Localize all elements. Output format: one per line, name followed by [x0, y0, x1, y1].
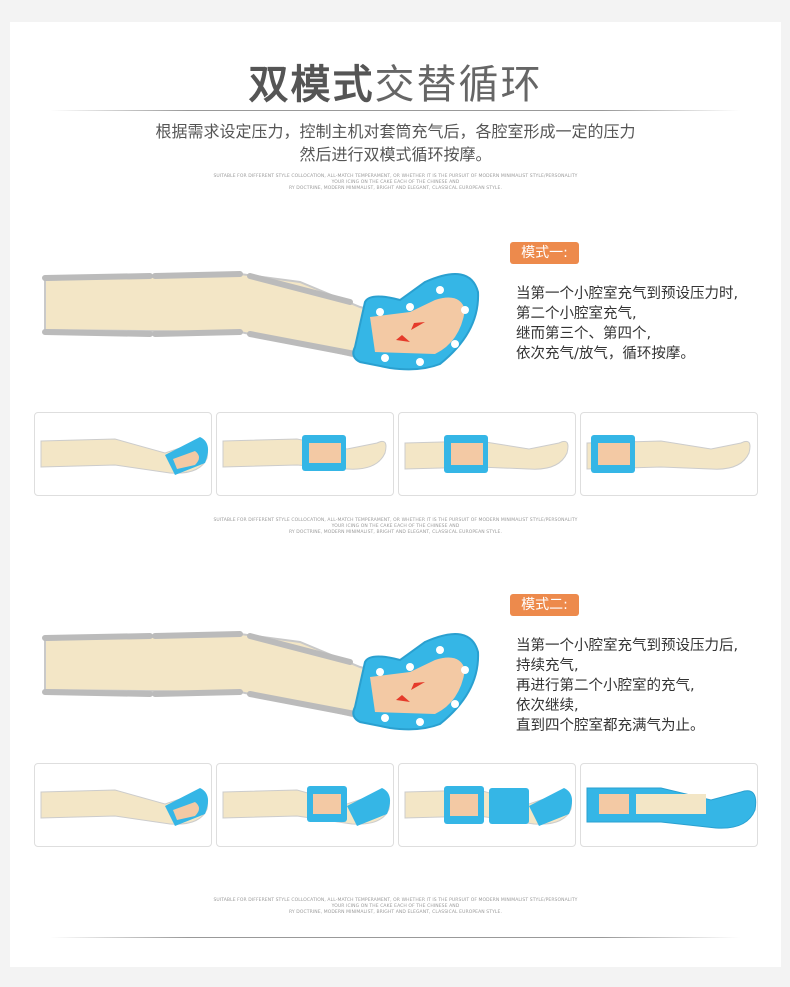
mode1-leg-illustration: [42, 271, 480, 371]
fine-print-3: SUITABLE FOR DIFFERENT STYLE COLLOCATION…: [10, 898, 781, 916]
mode2-line: 直到四个腔室都充满气为止。: [516, 718, 705, 734]
subtitle-line-2: 然后进行双模式循环按摩。: [299, 145, 492, 164]
subtitle-line-1: 根据需求设定压力，控制主机对套筒充气后，各腔室形成一定的压力: [155, 122, 636, 141]
pressure-arrow: [396, 695, 410, 702]
fine-print-2: SUITABLE FOR DIFFERENT STYLE COLLOCATION…: [10, 518, 781, 536]
thigh-sleeve: [42, 273, 153, 337]
leg-thumbnail: [586, 787, 757, 829]
pressure-arrow: [411, 322, 425, 330]
mode1-step-1: [34, 412, 212, 496]
fine-print-line: SUITABLE FOR DIFFERENT STYLE COLLOCATION…: [213, 518, 578, 523]
mode2-line: 再进行第二个小腔室的充气,: [516, 678, 695, 694]
page-title: 双模式交替循环: [10, 52, 781, 110]
mode1-badge: 模式一:: [510, 242, 579, 264]
fine-print-line: YOUR ICING ON THE CAKE EACH OF THE CHINE…: [331, 904, 460, 909]
mode2-leg-illustration: [42, 631, 480, 731]
mode2-step-3: [398, 763, 576, 847]
mode1-line: 当第一个小腔室充气到预设压力时,: [516, 286, 739, 302]
title-light: 交替循环: [374, 62, 543, 108]
mode2-line: 当第一个小腔室充气到预设压力后,: [516, 638, 739, 654]
pressure-arrow: [396, 335, 410, 342]
product-detail-page: 双模式交替循环 根据需求设定压力，控制主机对套筒充气后，各腔室形成一定的压力 然…: [10, 22, 781, 967]
calf-sleeve: [247, 633, 358, 717]
title-divider: [50, 110, 740, 111]
leg-thumbnail: [222, 786, 391, 826]
mode2-step-1: [34, 763, 212, 847]
leg-thumbnail: [222, 435, 387, 471]
mode2-step-4: [580, 763, 758, 847]
fine-print-line: RY DOCTRINE, MODERN MINIMALIST, BRIGHT A…: [288, 910, 503, 915]
leg-thumbnail: [404, 435, 569, 473]
mode2-step-2: [216, 763, 394, 847]
knee-sleeve: [152, 631, 243, 697]
pressure-arrow: [411, 682, 425, 690]
page-subtitle: 根据需求设定压力，控制主机对套筒充气后，各腔室形成一定的压力 然后进行双模式循环…: [10, 120, 781, 166]
fine-print-line: YOUR ICING ON THE CAKE EACH OF THE CHINE…: [331, 180, 460, 185]
title-bold: 双模式: [248, 62, 375, 108]
mode2-line: 持续充气,: [516, 658, 579, 674]
mode2-description: 当第一个小腔室充气到预设压力后, 持续充气, 再进行第二个小腔室的充气, 依次继…: [516, 636, 738, 736]
mode1-line: 依次充气/放气，循环按摩。: [516, 346, 695, 362]
fine-print-line: YOUR ICING ON THE CAKE EACH OF THE CHINE…: [331, 524, 460, 529]
fine-print-line: RY DOCTRINE, MODERN MINIMALIST, BRIGHT A…: [288, 530, 503, 535]
leg-thumbnail: [40, 437, 209, 475]
mode1-description: 当第一个小腔室充气到预设压力时, 第二个小腔室充气, 继而第三个、第四个, 依次…: [516, 284, 738, 364]
mode1-line: 第二个小腔室充气,: [516, 306, 637, 322]
thigh-sleeve: [42, 633, 153, 697]
leg-thumbnail: [404, 786, 573, 826]
fine-print-line: RY DOCTRINE, MODERN MINIMALIST, BRIGHT A…: [288, 186, 503, 191]
leg-thumbnail: [586, 435, 751, 473]
mode1-step-3: [398, 412, 576, 496]
knee-sleeve: [152, 271, 243, 337]
leg-thumbnail: [40, 788, 209, 826]
mode2-badge: 模式二:: [510, 594, 579, 616]
mode1-line: 继而第三个、第四个,: [516, 326, 652, 342]
calf-sleeve: [247, 273, 358, 357]
footer-divider: [50, 937, 740, 938]
fine-print-line: SUITABLE FOR DIFFERENT STYLE COLLOCATION…: [213, 174, 578, 179]
mode1-step-4: [580, 412, 758, 496]
fine-print-1: SUITABLE FOR DIFFERENT STYLE COLLOCATION…: [10, 174, 781, 192]
mode1-step-2: [216, 412, 394, 496]
mode2-line: 依次继续,: [516, 698, 579, 714]
fine-print-line: SUITABLE FOR DIFFERENT STYLE COLLOCATION…: [213, 898, 578, 903]
